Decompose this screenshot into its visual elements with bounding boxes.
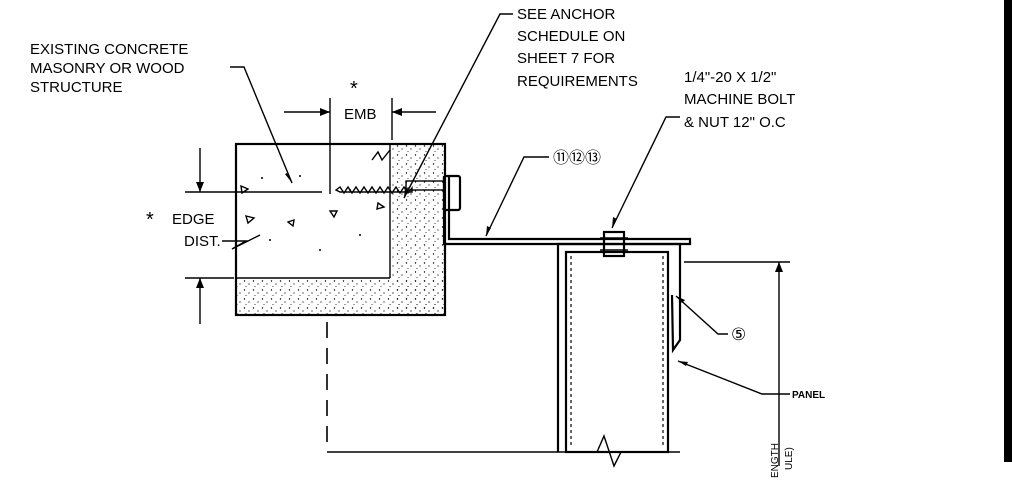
- edge-asterisk: *: [146, 209, 154, 231]
- panel-height-dimension: [684, 261, 790, 466]
- machine-bolt-label: 1/4"-20 X 1/2" MACHINE BOLT & NUT 12" O.…: [684, 69, 795, 131]
- svg-text:MASONRY OR WOOD: MASONRY OR WOOD: [30, 60, 185, 77]
- panel-label: PANEL: [792, 390, 825, 401]
- leaders: [230, 13, 790, 395]
- existing-structure-label: EXISTING CONCRETE MASONRY OR WOOD STRUCT…: [30, 41, 188, 96]
- svg-text:SHEET 7 FOR: SHEET 7 FOR: [517, 50, 615, 67]
- svg-text:ENGTH: ENGTH: [770, 443, 781, 478]
- anchor-head: [442, 174, 462, 212]
- callout-parts-11-12-13: ⑪⑫⑬: [553, 149, 601, 167]
- svg-text:& NUT 12" O.C: & NUT 12" O.C: [684, 114, 786, 131]
- emb-asterisk: *: [350, 78, 358, 100]
- svg-text:ULE): ULE): [784, 447, 795, 470]
- edge-dimension: [185, 148, 322, 324]
- svg-text:1/4"-20 X 1/2": 1/4"-20 X 1/2": [684, 69, 776, 86]
- svg-text:MACHINE BOLT: MACHINE BOLT: [684, 91, 795, 108]
- callout-item-5: ⑤: [731, 325, 746, 344]
- angle-bracket: [442, 176, 692, 246]
- svg-text:EDGE: EDGE: [172, 211, 215, 228]
- svg-text:SEE ANCHOR: SEE ANCHOR: [517, 6, 616, 23]
- storm-panel: [556, 242, 682, 454]
- sheet-border: [1004, 0, 1012, 462]
- edge-dist-label: EDGE DIST.: [172, 211, 221, 250]
- svg-text:EXISTING CONCRETE: EXISTING CONCRETE: [30, 41, 188, 58]
- emb-dimension: [284, 98, 436, 194]
- break-line: [326, 322, 680, 468]
- svg-text:DIST.: DIST.: [184, 233, 221, 250]
- anchor-schedule-label: SEE ANCHOR SCHEDULE ON SHEET 7 FOR REQUI…: [517, 6, 638, 90]
- svg-text:REQUIREMENTS: REQUIREMENTS: [517, 73, 638, 90]
- svg-text:SCHEDULE ON: SCHEDULE ON: [517, 28, 625, 45]
- emb-label: EMB: [344, 106, 377, 123]
- concrete-block: [234, 142, 447, 317]
- panel-length-label: ENGTH ULE): [770, 443, 795, 478]
- svg-text:STRUCTURE: STRUCTURE: [30, 79, 123, 96]
